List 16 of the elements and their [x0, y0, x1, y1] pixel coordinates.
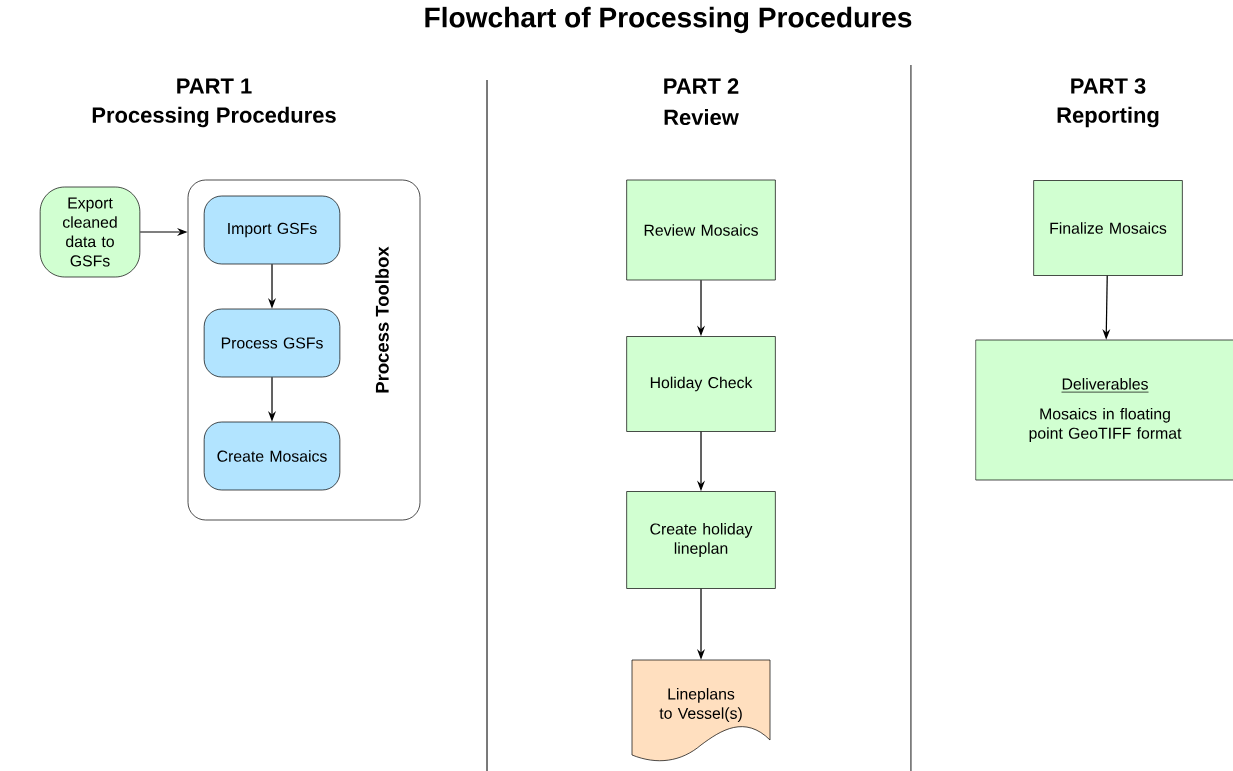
section-heading: Processing Procedures [92, 106, 336, 128]
section-heading: PART 2 [664, 78, 739, 94]
title: Flowchart of Processing Procedures [425, 6, 912, 34]
section-heading: PART 1 [177, 78, 252, 94]
process-box: Create Mosaics [203, 421, 341, 491]
process-box: Process GSFs [203, 308, 341, 378]
process-box: Holiday Check [626, 336, 776, 432]
section-heading: Review [664, 108, 739, 126]
process-box: Deliverables Mosaics in floating point GeoTIFF format [975, 339, 1233, 481]
process-box: Import GSFs [203, 195, 341, 265]
process-box: Finalize Mosaics [1033, 180, 1183, 276]
process-box: Review Mosaics [626, 179, 776, 281]
terminal-box: Export cleaned data to GSFs [39, 186, 141, 278]
section-heading: Reporting [1057, 106, 1159, 128]
process-box: Create holiday lineplan [626, 491, 776, 589]
section-heading: PART 3 [1071, 78, 1146, 94]
